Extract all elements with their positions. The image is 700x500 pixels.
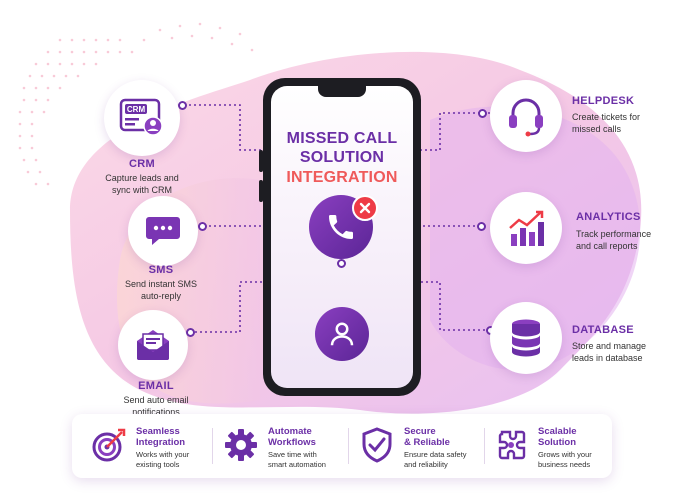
- database-icon-circle: [490, 302, 562, 374]
- email-icon-circle: [118, 310, 188, 380]
- connector-dot: [337, 259, 346, 268]
- crm-card-icon: CRM: [119, 98, 163, 136]
- benefit-title: Secure& Reliable: [404, 426, 450, 448]
- phone-title-line3: INTEGRATION: [286, 169, 398, 186]
- feature-title-helpdesk: HELPDESK: [572, 95, 635, 107]
- phone-side-button: [259, 180, 263, 202]
- puzzle-brain-icon: [492, 426, 530, 464]
- feature-title-database: DATABASE: [572, 324, 634, 336]
- sms-icon-circle: [128, 196, 198, 266]
- phone-title-line1: MISSED CALL: [286, 130, 398, 147]
- divider: [484, 428, 485, 464]
- divider: [212, 428, 213, 464]
- headset-icon: [509, 98, 543, 137]
- feature-title-email: EMAIL: [138, 380, 174, 392]
- user-avatar-icon: [315, 307, 369, 361]
- target-icon: [90, 426, 128, 464]
- shield-check-icon: [358, 426, 396, 464]
- database-icon: [512, 319, 540, 357]
- connector-dot: [186, 328, 195, 337]
- connector-dot: [198, 222, 207, 231]
- bar-chart-icon: [509, 210, 544, 246]
- chat-bubble-icon: [146, 217, 180, 245]
- connector-dot: [478, 109, 487, 118]
- phone-title-line2: SOLUTION: [299, 149, 385, 166]
- feature-title-analytics: ANALYTICS: [576, 211, 641, 223]
- feature-title-crm: CRM: [129, 158, 155, 170]
- helpdesk-icon-circle: [490, 80, 562, 152]
- analytics-icon-circle: [490, 192, 562, 264]
- crm-icon-circle: CRM: [104, 80, 180, 156]
- envelope-icon: [137, 330, 169, 360]
- gear-icon: [222, 426, 260, 464]
- dot-pattern: [18, 22, 254, 186]
- phone-notch: [318, 86, 366, 97]
- svg-text:CRM: CRM: [127, 105, 146, 114]
- missed-call-x-icon: [352, 195, 378, 221]
- phone-side-button: [259, 150, 263, 172]
- divider: [348, 428, 349, 464]
- connector-dot: [178, 101, 187, 110]
- connector-dot: [477, 222, 486, 231]
- feature-title-sms: SMS: [148, 264, 174, 276]
